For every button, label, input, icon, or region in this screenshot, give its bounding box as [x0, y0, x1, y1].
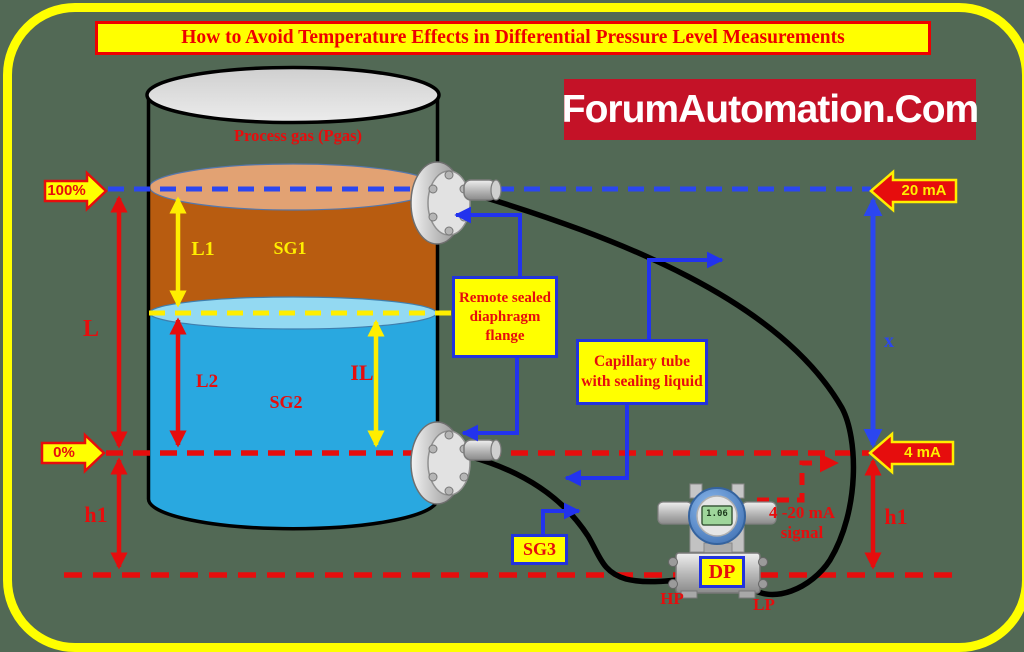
- conduit-port-left: [657, 501, 693, 525]
- signal-path: [757, 453, 839, 503]
- callout-remote-sealed-flange: Remote sealed diaphragm flange: [452, 276, 558, 358]
- process-gas-label: Process gas (Pgas): [233, 126, 362, 145]
- capillary-tube-lp: [466, 189, 857, 598]
- callout-sg3: SG3: [511, 534, 568, 565]
- remote-seal-flange-top: [410, 161, 502, 245]
- connector-sg3: [541, 502, 581, 536]
- measure-label-L2: L2: [195, 371, 219, 392]
- lp-port-label: LP: [753, 595, 775, 614]
- connector-capillary-upper: [647, 251, 724, 341]
- tank-top-lid: [145, 65, 441, 125]
- label-20mA: 20 mA: [901, 182, 947, 199]
- measure-label-L: L: [82, 316, 99, 342]
- signal-label-line2: signal: [780, 523, 824, 542]
- hp-port-label: HP: [660, 589, 684, 608]
- measure-label-IL: IL: [350, 360, 374, 385]
- signal-label: 4 -20 mA signal: [744, 503, 860, 543]
- label-0pct: 0%: [53, 444, 75, 461]
- measure-label-L1: L1: [191, 238, 215, 260]
- measure-label-h1-right: h1: [884, 504, 908, 529]
- measure-label-x: x: [884, 330, 894, 352]
- connector-remote-to-bottom-flange: [461, 357, 519, 442]
- arrow-4mA: [868, 431, 955, 475]
- measure-label-h1-left: h1: [84, 502, 108, 527]
- brand-banner: ForumAutomation.Com: [562, 79, 979, 140]
- connector-capillary-lower: [564, 404, 629, 487]
- sg1-label: SG1: [273, 238, 307, 258]
- dp-transmitter: [657, 483, 777, 599]
- arrow-0pct: [40, 432, 106, 474]
- dp-transmitter-label: DP: [699, 556, 745, 588]
- arrow-20mA: [869, 169, 958, 213]
- label-100pct: 100%: [47, 182, 86, 199]
- signal-label-line1: 4 -20 mA: [768, 503, 836, 522]
- capillary-tube-hp: [467, 453, 699, 585]
- page-title: How to Avoid Temperature Effects in Diff…: [95, 21, 931, 55]
- lcd-display: [701, 505, 733, 526]
- tank-bottom: [146, 498, 440, 531]
- arrow-100pct: [43, 170, 108, 212]
- connector-remote-to-top-flange: [454, 206, 522, 278]
- callout-capillary-tube: Capillary tube with sealing liquid: [576, 339, 708, 405]
- label-4mA: 4 mA: [904, 444, 941, 461]
- remote-seal-flange-bottom: [410, 421, 502, 505]
- sg2-label: SG2: [269, 392, 303, 412]
- lcd-value: 1.06: [706, 509, 728, 519]
- tank-layer-sg2: [149, 313, 437, 528]
